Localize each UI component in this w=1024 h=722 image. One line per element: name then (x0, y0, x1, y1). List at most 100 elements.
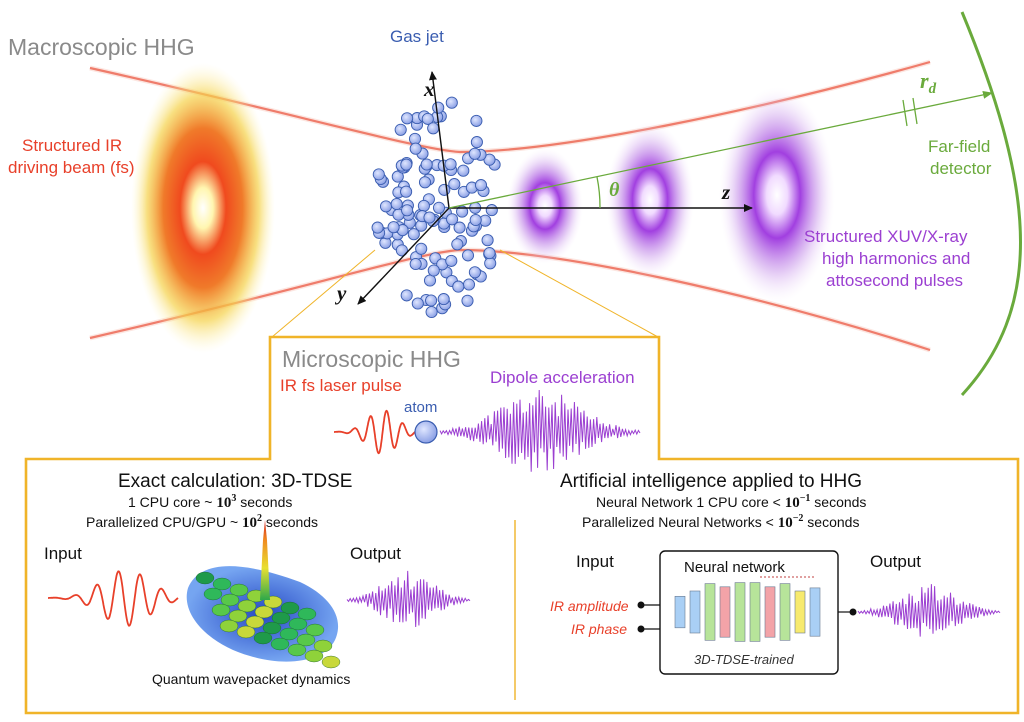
gas-atom (445, 96, 458, 109)
x-axis-label: x (423, 77, 435, 101)
far-field-detector (960, 11, 1022, 397)
gas-atom (461, 249, 475, 262)
micro-ir-wave (334, 409, 416, 455)
gas-atom (485, 204, 498, 217)
wavepacket-bump (203, 587, 223, 601)
gas-atom (371, 221, 384, 234)
gas-atom (456, 205, 469, 218)
gas-atom (438, 183, 451, 196)
wavepacket-bump (220, 593, 240, 607)
wavepacket-bump (237, 599, 257, 613)
wavepacket-bump (288, 617, 308, 631)
microscopic-title: Microscopic HHG (282, 346, 461, 372)
detection-ray (448, 90, 993, 209)
ir-phase-label: IR phase (571, 621, 627, 637)
detection-geometry (448, 90, 993, 209)
exact-calculation-section: Exact calculation: 3D-TDSE 1 CPU core ~ … (44, 471, 471, 687)
gas-atom (483, 247, 496, 260)
theta-arc (596, 176, 601, 209)
gas-atom (417, 199, 430, 212)
gas-atom (437, 293, 450, 306)
wavepacket-bump (253, 631, 273, 645)
micro-dipole-wave (439, 389, 641, 472)
nn-layer (749, 582, 761, 642)
z-axis-label: z (721, 180, 731, 204)
wavepacket-bump (279, 627, 299, 641)
laser-pulse-label: IR fs laser pulse (280, 376, 402, 395)
wavepacket-bump (212, 577, 232, 591)
gas-atom (379, 200, 393, 213)
gas-atom (425, 305, 438, 319)
wavepacket-bump (195, 571, 215, 585)
gas-atom (462, 278, 476, 291)
ir-beam-label-line2: driving beam (fs) (8, 158, 135, 177)
gas-atom (401, 112, 414, 125)
gas-atom (409, 142, 422, 155)
gas-jet-label: Gas jet (390, 27, 444, 46)
nn-layer (689, 590, 701, 634)
gas-atom (474, 179, 488, 192)
wavepacket-bump (229, 583, 249, 597)
wavepacket-bump (271, 611, 291, 625)
gas-atom (468, 147, 481, 160)
input-node-amplitude (637, 601, 645, 609)
gas-atom (400, 185, 413, 198)
ai-input-label: Input (576, 552, 614, 571)
macroscopic-title: Macroscopic HHG (8, 34, 195, 60)
ir-beam-profile (131, 63, 275, 353)
section-frames (24, 249, 1020, 715)
atom-icon (414, 420, 438, 444)
gas-atom (409, 257, 422, 271)
exact-output-label: Output (350, 544, 401, 563)
ai-output-label: Output (870, 552, 921, 571)
atom-label: atom (404, 399, 437, 416)
gas-atom (481, 234, 494, 247)
gas-atom (457, 164, 470, 177)
wavepacket-bump (296, 633, 316, 647)
gas-atom (423, 211, 436, 224)
frame-outline (24, 335, 1020, 715)
ir-beam-label-line1: Structured IR (22, 136, 122, 155)
gas-atom (448, 178, 461, 191)
gas-atom (432, 101, 445, 114)
gas-atom (484, 257, 497, 270)
exact-input-wave (48, 570, 179, 627)
y-axis-label: y (334, 281, 347, 305)
wavepacket-bump (305, 623, 325, 637)
exact-line2: Parallelized CPU/GPU ~ 102 seconds (86, 513, 318, 531)
gas-atom (423, 274, 437, 287)
gas-atom (395, 244, 408, 257)
gas-atom (400, 289, 413, 302)
wavepacket-bump (254, 605, 274, 619)
wavepacket-bump (211, 603, 231, 617)
exact-output-wave (346, 570, 471, 628)
gas-atom (421, 112, 434, 125)
ir-amplitude-label: IR amplitude (550, 598, 629, 614)
dipole-label: Dipole acceleration (490, 368, 635, 387)
exact-line1: 1 CPU core ~ 103 seconds (128, 493, 292, 511)
nn-layer (794, 590, 806, 634)
gas-atom (470, 114, 483, 127)
nn-layer (809, 587, 821, 637)
xuv-label-line2: high harmonics and (822, 249, 970, 268)
x-axis-arrow (429, 71, 450, 209)
macroscopic-section: Macroscopic HHG Gas jet Structured IR dr… (8, 11, 1022, 397)
gas-atom (468, 266, 481, 279)
neural-network-layers (674, 582, 821, 642)
nn-layer (779, 583, 791, 641)
gas-atom (446, 213, 459, 226)
exact-input-label: Input (44, 544, 82, 563)
y-axis-arrow (357, 207, 450, 305)
nn-layer (674, 595, 686, 629)
xuv-profile-3 (719, 87, 835, 303)
neural-network-title: Neural network (684, 559, 785, 576)
gas-atom (444, 158, 457, 171)
gas-atom (387, 221, 400, 234)
gas-atom (425, 294, 438, 307)
gas-atom (400, 158, 413, 171)
gas-atom (461, 294, 474, 307)
neural-network-caption: 3D-TDSE-trained (694, 652, 794, 667)
gas-atom (372, 168, 385, 181)
